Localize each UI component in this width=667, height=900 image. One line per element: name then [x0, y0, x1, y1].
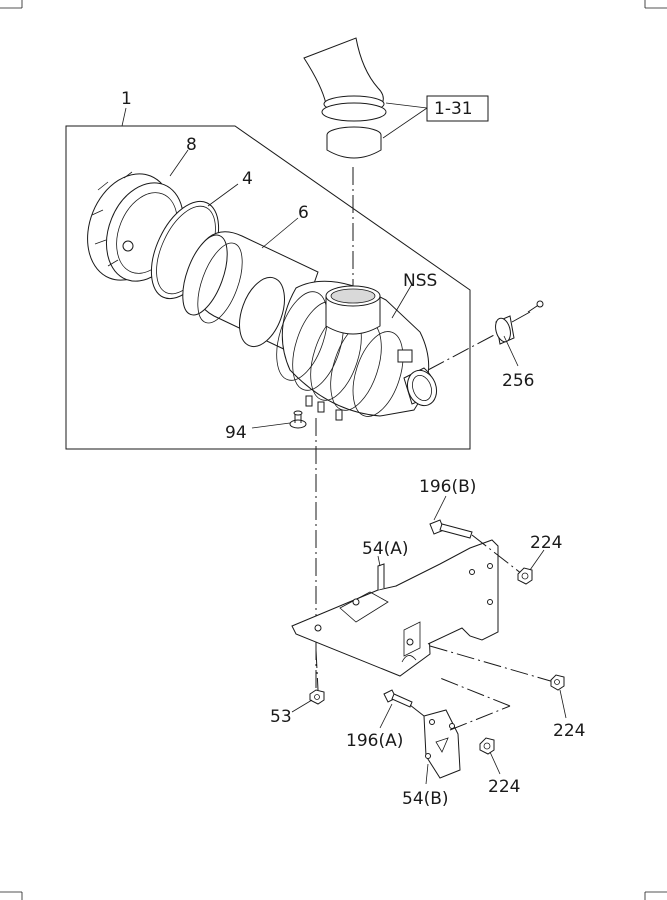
nut-right-drawing [517, 567, 533, 585]
nut-53-axis-line [315, 649, 319, 691]
nut-far-drawing [550, 674, 565, 691]
callout-196b: 196(B) [419, 477, 476, 497]
callout-196a: 196(A) [346, 731, 403, 751]
callout-54b: 54(B) [402, 789, 449, 809]
nut-small-drawing [479, 737, 495, 755]
inlet-leader-1 [385, 102, 428, 109]
nut-53-drawing [309, 689, 325, 705]
leader-lines [121, 107, 567, 785]
callout-224-right: 224 [530, 533, 562, 553]
callout-nss: NSS [403, 271, 437, 291]
callout-1-31: 1-31 [434, 99, 473, 119]
callout-256: 256 [502, 371, 534, 391]
far-nut-axis-line [429, 645, 555, 683]
callout-4: 4 [242, 169, 253, 189]
indicator-axis-line [427, 333, 497, 371]
bracket-b-axis-line-2 [439, 677, 511, 707]
callout-8: 8 [186, 135, 197, 155]
bolt-b-drawing [429, 519, 473, 539]
bolt-a-drawing [383, 689, 413, 708]
bracket-b-drawing [423, 709, 461, 779]
callout-54a: 54(A) [362, 539, 409, 559]
callout-53: 53 [270, 707, 292, 727]
bolt-a-axis-line [409, 704, 425, 717]
assembly-boundary [65, 125, 471, 450]
housing-body-drawing [276, 280, 438, 421]
callout-224-small: 224 [488, 777, 520, 797]
bolt-b-axis-line [471, 534, 523, 575]
inlet-duct-drawing [303, 37, 387, 159]
callout-94: 94 [225, 423, 247, 443]
callout-6: 6 [298, 203, 309, 223]
bracket-b-axis-line [449, 705, 511, 731]
inlet-callout-frame [426, 95, 489, 122]
valve-drawing [289, 410, 307, 429]
inlet-leader-2 [382, 107, 428, 139]
indicator-drawing [495, 300, 544, 345]
callout-1: 1 [121, 89, 132, 109]
callout-224-far: 224 [553, 721, 585, 741]
bracket-a-drawing [291, 539, 499, 677]
